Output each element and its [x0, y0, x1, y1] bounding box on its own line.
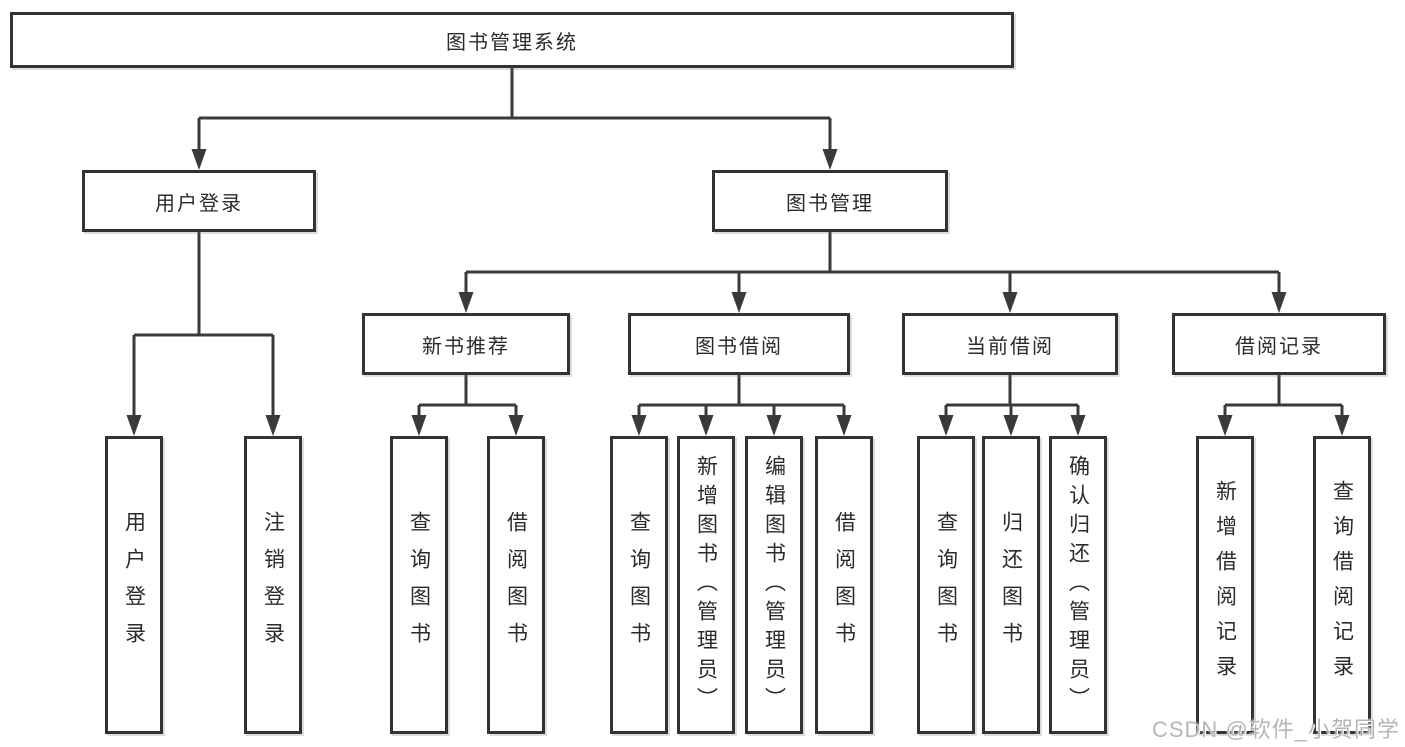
arrow-down-icon [1271, 292, 1287, 313]
node-label: 用户登录 [155, 192, 243, 215]
node-label: 借阅图书 [504, 511, 528, 659]
arrow-down-icon [698, 415, 714, 436]
arrow-down-icon [631, 415, 647, 436]
arrow-down-icon [458, 292, 474, 313]
node-query-books-borrowing: 查询图书 [610, 436, 668, 734]
node-label: 归还图书 [999, 511, 1023, 659]
arrow-down-icon [1334, 415, 1350, 436]
node-label: 编辑图书（管理员） [762, 454, 786, 716]
node-label: 确认归还（管理员） [1066, 454, 1090, 716]
node-user-login: 用户登录 [82, 170, 316, 232]
node-return-books: 归还图书 [982, 436, 1040, 734]
node-borrow-books-borrowing: 借阅图书 [815, 436, 873, 734]
fork-connector [637, 375, 846, 419]
node-label: 借阅记录 [1235, 335, 1323, 358]
node-borrowing-records: 借阅记录 [1172, 313, 1386, 375]
node-label: 查询图书 [934, 511, 958, 659]
node-label: 查询图书 [627, 511, 651, 659]
fork-connector [464, 232, 1281, 296]
arrow-down-icon [836, 415, 852, 436]
node-label: 图书借阅 [695, 335, 783, 358]
node-confirm-return-admin: 确认归还（管理员） [1049, 436, 1107, 734]
node-label: 新增借阅记录 [1213, 480, 1237, 690]
fork-connector [417, 375, 518, 419]
node-add-books-admin: 新增图书（管理员） [677, 436, 735, 734]
arrow-down-icon [731, 292, 747, 313]
node-label: 新书推荐 [422, 335, 510, 358]
arrow-down-icon [822, 149, 838, 170]
node-user-login-action: 用户登录 [105, 436, 163, 734]
node-book-management: 图书管理 [712, 170, 948, 232]
arrow-down-icon [1217, 415, 1233, 436]
arrow-down-icon [1002, 292, 1018, 313]
node-label: 图书管理 [786, 192, 874, 215]
node-label: 查询图书 [407, 511, 431, 659]
fork-connector [944, 375, 1080, 419]
arrow-down-icon [938, 415, 954, 436]
node-new-book-recommendation: 新书推荐 [362, 313, 570, 375]
node-label: 查询借阅记录 [1330, 480, 1354, 690]
arrow-down-icon [766, 415, 782, 436]
node-label: 图书管理系统 [446, 31, 578, 54]
csdn-watermark: CSDN @软件_小贺同学 [1151, 717, 1400, 742]
node-borrow-books-recommend: 借阅图书 [487, 436, 545, 734]
arrow-down-icon [411, 415, 427, 436]
node-label: 借阅图书 [832, 511, 856, 659]
node-query-borrowing-record: 查询借阅记录 [1313, 436, 1371, 734]
node-logout-action: 注销登录 [244, 436, 302, 734]
arrow-down-icon [1003, 415, 1019, 436]
node-label: 当前借阅 [966, 335, 1054, 358]
node-label: 新增图书（管理员） [694, 454, 718, 716]
arrow-down-icon [126, 415, 142, 436]
fork-connector [1223, 375, 1344, 419]
arrow-down-icon [191, 149, 207, 170]
node-query-books-current: 查询图书 [917, 436, 975, 734]
node-label: 注销登录 [261, 511, 285, 659]
arrow-down-icon [265, 415, 281, 436]
node-library-management-system: 图书管理系统 [10, 12, 1014, 68]
node-current-borrowing: 当前借阅 [902, 313, 1118, 375]
node-book-borrowing: 图书借阅 [628, 313, 850, 375]
node-label: 用户登录 [122, 511, 146, 659]
arrow-down-icon [508, 415, 524, 436]
node-query-books-recommend: 查询图书 [390, 436, 448, 734]
node-add-borrowing-record: 新增借阅记录 [1196, 436, 1254, 734]
fork-connector [197, 68, 832, 153]
fork-connector [132, 232, 275, 419]
arrow-down-icon [1070, 415, 1086, 436]
node-edit-books-admin: 编辑图书（管理员） [745, 436, 803, 734]
